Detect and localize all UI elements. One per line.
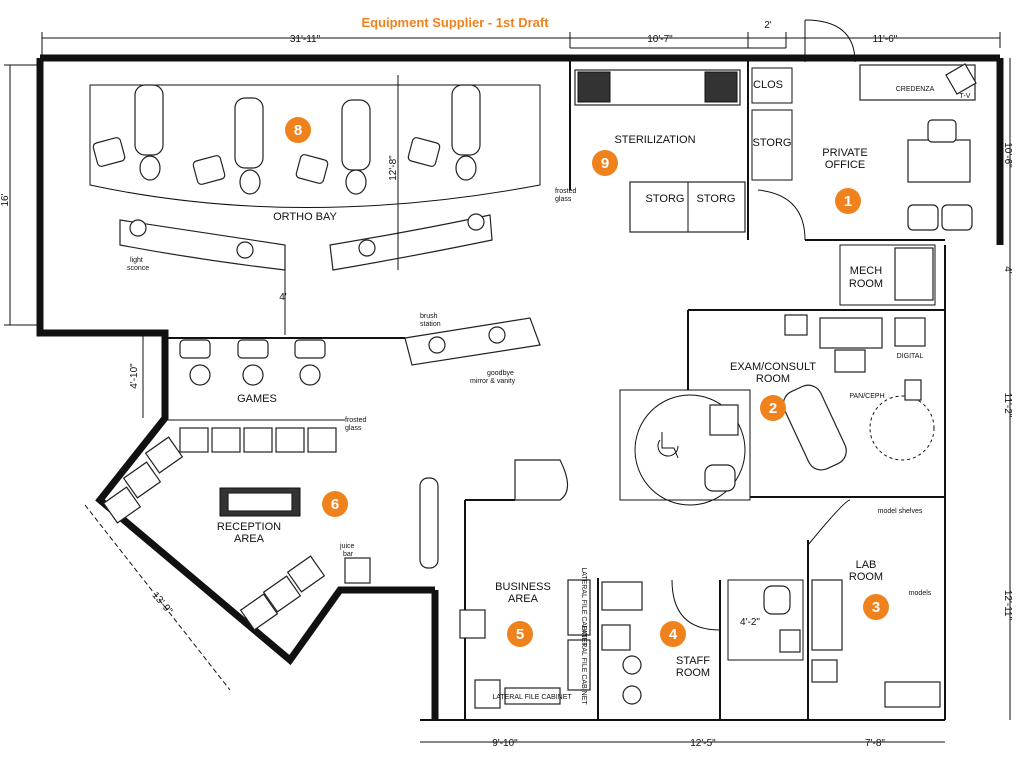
frosted-label-2: glass: [555, 196, 572, 203]
goodbye-label-2: mirror & vanity: [470, 378, 516, 385]
dim-bottom-business: 9'-10": [492, 738, 518, 749]
marker-9: 9: [592, 150, 618, 176]
ortho-chair-1: [134, 84, 164, 181]
ortho-chair-3: [341, 99, 371, 195]
storg-b-label: STORG: [697, 193, 736, 205]
private-office-label-1: PRIVATE: [822, 147, 867, 159]
dim-right-office: 10'-6": [1002, 142, 1013, 168]
goodbye-label-1: goodbye: [487, 370, 514, 377]
light-sconce-label-2: sconce: [127, 265, 149, 272]
games-area: [102, 337, 405, 524]
top-dimension-line: [41, 32, 1001, 58]
sterilization-label: STERILIZATION: [614, 134, 695, 146]
reception-label-1: RECEPTION: [217, 521, 281, 533]
staff-label-2: ROOM: [676, 667, 710, 679]
dim-reception-side: 13'-9": [150, 590, 175, 617]
lab-label-1: LAB: [856, 559, 877, 571]
lab-room: [807, 499, 941, 720]
staff-restroom: [727, 579, 804, 661]
storg-label: STORG: [753, 137, 792, 149]
frosted-label-1: frosted: [555, 188, 577, 195]
ortho-bay-label: ORTHO BAY: [273, 211, 337, 223]
dim-top-small: 2': [764, 20, 772, 31]
svg-text:4: 4: [669, 626, 678, 643]
mech-room: [839, 244, 936, 306]
juice-label-2: bar: [343, 551, 354, 558]
exam-label-2: ROOM: [756, 373, 790, 385]
mech-label-1: MECH: [850, 265, 882, 277]
exam-consult-room: [687, 309, 945, 498]
marker-6: 6: [322, 491, 348, 517]
private-office: [757, 19, 977, 241]
games-label: GAMES: [237, 393, 277, 405]
lateral-file-3: LATERAL FILE CABINET: [492, 694, 572, 701]
ortho-chair-4: [451, 84, 481, 181]
light-sconce-label-1: light: [130, 257, 143, 264]
exterior-walls: [36, 54, 1004, 721]
frosted-b-label-1: frosted: [345, 417, 367, 424]
dim-bottom-staff: 12'-5": [690, 738, 716, 749]
svg-text:3: 3: [872, 599, 880, 616]
dim-gap-4: 4': [279, 292, 287, 303]
exam-label-1: EXAM/CONSULT: [730, 361, 816, 373]
models-label: models: [909, 590, 932, 597]
business-label-1: BUSINESS: [495, 581, 551, 593]
mech-label-2: ROOM: [849, 278, 883, 290]
brush-station: [404, 317, 541, 366]
dim-top-left: 31'-11": [290, 34, 321, 45]
panceph-label: PAN/CEPH: [849, 393, 884, 400]
staff-room: [597, 578, 721, 720]
credenza-label: CREDENZA: [896, 86, 935, 93]
accessible-restroom: [619, 389, 751, 506]
lateral-file-2: LATERAL FILE CABINET: [580, 625, 587, 705]
marker-4: 4: [660, 621, 686, 647]
svg-text:6: 6: [331, 496, 339, 513]
svg-text:2: 2: [769, 400, 777, 417]
storg-a-label: STORG: [646, 193, 685, 205]
marker-5: 5: [507, 621, 533, 647]
sterilization-room: [569, 58, 749, 240]
svg-text:9: 9: [601, 155, 609, 172]
dim-games-depth: 4'-10": [129, 363, 140, 389]
lab-label-2: ROOM: [849, 571, 883, 583]
ortho-chair-2: [234, 97, 264, 195]
svg-text:1: 1: [844, 193, 852, 210]
dim-right-lab: 12'-11": [1002, 590, 1013, 621]
svg-text:5: 5: [516, 626, 524, 643]
marker-3: 3: [863, 594, 889, 620]
business-label-2: AREA: [508, 593, 539, 605]
dim-wc-width: 4'-2": [740, 617, 760, 628]
ortho-bay: [89, 84, 541, 271]
staff-label-1: STAFF: [676, 655, 710, 667]
svg-text:8: 8: [294, 122, 302, 139]
clos-label: CLOS: [753, 79, 783, 91]
tv-label: T-V: [960, 93, 971, 100]
dim-top-mid: 10'-7": [647, 34, 673, 45]
plan-title: Equipment Supplier - 1st Draft: [361, 15, 549, 30]
closets: [751, 67, 793, 181]
dim-ortho-depth: 12'-8": [388, 155, 399, 181]
digital-label: DIGITAL: [897, 353, 924, 360]
reception-label-2: AREA: [234, 533, 265, 545]
dim-bottom-lab: 7'-8": [865, 738, 885, 749]
business-area: [459, 499, 591, 720]
private-office-label-2: OFFICE: [825, 159, 865, 171]
dim-top-right: 11'-6": [873, 34, 898, 45]
model-shelves-label: model shelves: [878, 508, 923, 515]
brush-label-2: station: [420, 321, 441, 328]
marker-2: 2: [760, 395, 786, 421]
reception-area: [219, 459, 569, 631]
dim-left-side: 16': [0, 193, 11, 206]
dim-right-exam: 11'-2": [1002, 393, 1013, 418]
lateral-file-1: LATERAL FILE CABINET: [580, 567, 587, 647]
dim-right-mech: 4': [1002, 266, 1013, 274]
marker-1: 1: [835, 188, 861, 214]
frosted-b-label-2: glass: [345, 425, 362, 432]
brush-label-1: brush: [420, 313, 438, 320]
marker-8: 8: [285, 117, 311, 143]
juice-label-1: juice: [339, 543, 355, 550]
